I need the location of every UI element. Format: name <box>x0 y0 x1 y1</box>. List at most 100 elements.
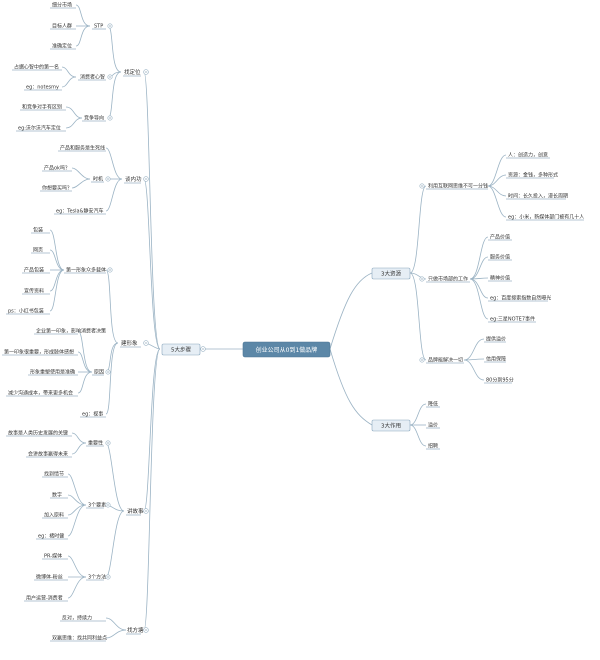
topic-stp[interactable]: STP <box>92 24 106 30</box>
collapse-toggle[interactable] <box>107 23 113 29</box>
topic-carriers-label: 第一形象众多载体 <box>66 267 106 274</box>
list-item[interactable]: 网页 <box>31 248 50 254</box>
list-item[interactable]: 包装 <box>31 227 50 234</box>
topic-positioning[interactable]: 找定位 <box>123 68 141 77</box>
list-item[interactable]: PR-媒体 <box>42 553 68 560</box>
topic-story-label: 讲故事 <box>127 507 144 515</box>
list-item[interactable]: 资源：金钱，多种形式 <box>506 172 558 179</box>
collapse-toggle[interactable] <box>143 627 149 633</box>
root-topic[interactable]: 创业公司从0到1做品牌 <box>242 341 331 358</box>
collapse-toggle[interactable] <box>200 346 206 352</box>
collapse-toggle[interactable] <box>143 340 149 346</box>
topic-reason[interactable]: 原因 <box>92 370 104 376</box>
list-item[interactable]: eg：百度搜索指数自然曝光 <box>488 295 551 302</box>
list-item[interactable]: 数字 <box>50 492 68 499</box>
list-item[interactable]: 双赢思维：找共同利益点 <box>50 635 107 642</box>
list-item[interactable]: 用户运营-消费者 <box>24 595 68 602</box>
collapse-toggle[interactable] <box>105 369 111 375</box>
list-item[interactable]: 故事是人类历史发展的关键 <box>6 430 72 437</box>
collapse-toggle[interactable] <box>419 357 425 363</box>
collapse-toggle[interactable] <box>143 176 149 182</box>
topic-resources-box <box>371 267 411 280</box>
topic-effects[interactable]: 3大作用 <box>371 419 411 432</box>
list-item[interactable]: eg：Tesla&静安汽车 <box>54 208 106 215</box>
topic-methods[interactable]: 3个方法 <box>86 574 106 581</box>
list-item[interactable]: 微博体-粉丝 <box>34 574 68 581</box>
list-item[interactable]: eg：notesmy <box>24 85 62 91</box>
node-label: eg:沃尔沃汽车定位 <box>18 125 61 132</box>
collapse-toggle[interactable] <box>143 69 149 75</box>
list-item[interactable]: 第一印象很重要，形成肢体感想 <box>2 349 78 356</box>
list-item[interactable]: 减少沟通成本，带来更多机会 <box>6 390 78 397</box>
topic-steps-box <box>161 343 201 356</box>
topic-persist[interactable]: 找方塘 <box>126 626 144 635</box>
list-item[interactable]: 形象重塑使用是准确 <box>28 369 78 376</box>
list-item[interactable]: eg:三星NOTE7事件 <box>488 316 536 323</box>
topic-steps[interactable]: 5大步骤 <box>161 343 201 356</box>
node-label: 精神价值 <box>490 275 510 282</box>
list-item[interactable]: eg:沃尔沃汽车定位 <box>16 125 66 132</box>
topic-consumer-mind[interactable]: 消费者心智 <box>78 74 106 81</box>
topic-resources[interactable]: 3大资源 <box>371 267 411 280</box>
topic-brand-solves[interactable]: 品牌能解决一切 <box>426 357 464 364</box>
list-item[interactable]: 降低 <box>426 401 440 408</box>
topic-elements[interactable]: 3个要素 <box>86 502 106 509</box>
list-item[interactable]: 服务价值 <box>488 254 512 261</box>
collapse-toggle[interactable] <box>419 183 425 189</box>
topic-competition[interactable]: 竞争导向 <box>82 115 106 122</box>
list-item[interactable]: 细分市场 <box>50 2 76 9</box>
collapse-toggle[interactable] <box>105 176 111 182</box>
collapse-toggle[interactable] <box>105 574 111 580</box>
list-item[interactable]: 准确定位 <box>50 43 76 50</box>
list-item[interactable]: 加入原料 <box>42 512 68 519</box>
topic-importance[interactable]: 重要性 <box>86 440 104 447</box>
list-item[interactable]: 找到情节 <box>42 471 68 478</box>
list-item[interactable]: 会讲故事赢得未来 <box>26 451 72 458</box>
collapse-toggle[interactable] <box>105 502 111 508</box>
list-item[interactable]: 宣传资料 <box>22 288 50 295</box>
topic-brand-solves-label: 品牌能解决一切 <box>428 357 463 364</box>
node-label: 故事是人类历史发展的关键 <box>8 430 68 437</box>
collapse-toggle[interactable] <box>107 115 113 121</box>
collapse-toggle[interactable] <box>143 508 149 514</box>
collapse-toggle[interactable] <box>105 440 111 446</box>
node-label: 包装 <box>33 227 43 234</box>
list-item[interactable]: 精神价值 <box>488 275 512 282</box>
topic-image[interactable]: 建形象 <box>120 339 141 348</box>
list-item[interactable]: 80分到95分 <box>484 377 514 384</box>
list-item[interactable]: 人：创造力，创意 <box>506 152 550 159</box>
collapse-toggle[interactable] <box>419 276 425 282</box>
list-item[interactable]: 目标人群 <box>50 23 76 30</box>
list-item[interactable]: 企业第一印象，影响消费者决策 <box>34 328 106 335</box>
topic-effects-box <box>371 419 411 432</box>
list-item[interactable]: 产品ok吗？ <box>42 165 72 172</box>
list-item[interactable]: 产品包装 <box>22 267 50 274</box>
list-item[interactable]: eg：视事 <box>80 411 106 418</box>
list-item[interactable]: 占据心智中的第一名 <box>12 64 62 71</box>
list-item[interactable]: eg：小米，新媒体部门被有几十人 <box>506 214 584 221</box>
topic-market-work[interactable]: 只做市场部的工作 <box>426 276 470 283</box>
topic-inside[interactable]: 谈内功 <box>124 175 142 184</box>
list-item[interactable]: 信用保障 <box>484 356 506 363</box>
topic-timing[interactable]: 时机 <box>91 176 104 183</box>
list-item[interactable]: 招聘 <box>426 443 440 450</box>
node-label: eg:三星NOTE7事件 <box>490 316 535 323</box>
collapse-toggle[interactable] <box>107 267 113 273</box>
list-item[interactable]: 反对，持续力 <box>60 615 106 622</box>
list-item[interactable]: 时间：长久投入，漫长周期 <box>506 193 568 200</box>
node-label: eg：notesmy <box>26 85 59 91</box>
list-item[interactable]: 产品和服务是生死线 <box>58 145 106 152</box>
list-item[interactable]: 提供溢价 <box>484 336 506 343</box>
list-item[interactable]: eg：褚时健 <box>36 533 68 540</box>
list-item[interactable]: 溢价 <box>426 422 440 429</box>
list-item[interactable]: 你想要买吗？ <box>40 185 72 192</box>
topic-inside-label: 谈内功 <box>125 175 142 183</box>
collapse-toggle[interactable] <box>107 74 113 80</box>
list-item[interactable]: 产品价值 <box>488 234 512 241</box>
topic-carriers[interactable]: 第一形象众多载体 <box>64 267 106 274</box>
node-label: 人：创造力，创意 <box>508 152 548 159</box>
list-item[interactable]: ps：小红书包装 <box>6 308 50 315</box>
topic-story[interactable]: 讲故事 <box>126 507 144 516</box>
list-item[interactable]: 和竞争对手有区别 <box>20 104 66 111</box>
topic-internet-mindset[interactable]: 利用互联网思维不可一分钱 <box>426 183 488 190</box>
